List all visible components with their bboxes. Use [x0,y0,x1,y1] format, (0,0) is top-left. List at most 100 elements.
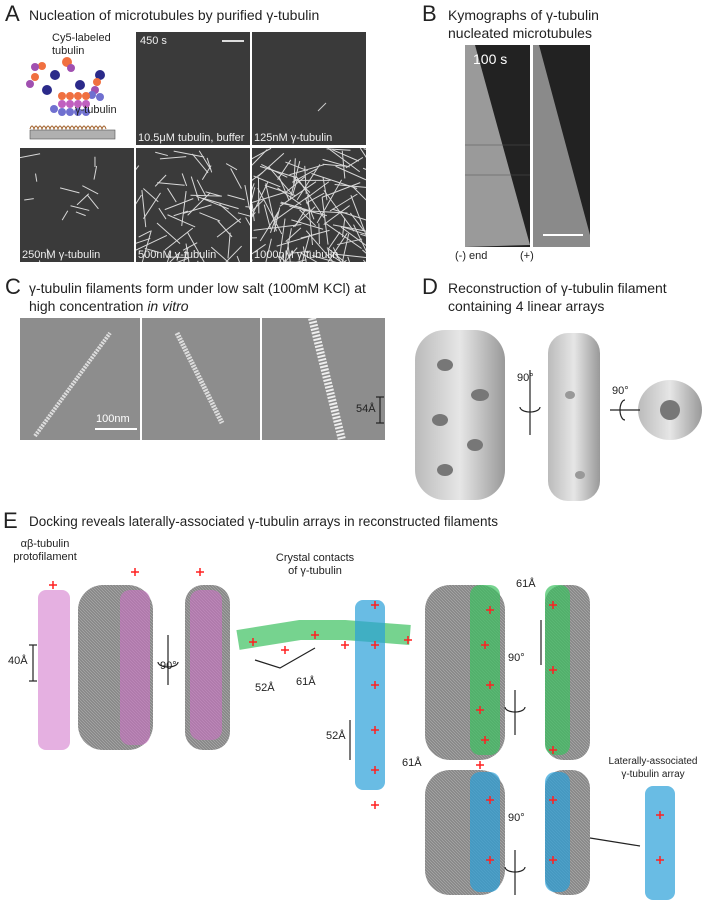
panel-e-title: Docking reveals laterally-associated γ-t… [29,514,498,529]
microtubule [61,210,69,221]
plus-end-label: (+) [520,250,534,262]
panel-b-title-2: nucleated microtubules [448,25,592,41]
microtubule [86,194,99,210]
microtubule [352,186,366,201]
microtubule [359,148,366,158]
microtubule [362,249,366,254]
spacing-61-label-a: 61Å [296,676,316,688]
microtubule [167,214,196,228]
micrograph-125nM: 125nM γ-tubulin [252,32,366,145]
microtubule [227,194,245,201]
microtubule [295,259,307,262]
microtubules [317,102,327,112]
microtubule [198,150,211,170]
microtubule [182,242,198,251]
microtubule [166,251,172,262]
protofilament-model [38,590,70,750]
panel-d-title-1: Reconstruction of γ-tubulin filament [448,280,667,296]
spacing-61-label-c: 61Å [516,578,536,590]
microtubule [326,148,351,151]
crystal-label-2: of γ-tubulin [288,565,342,577]
microtubules [136,150,250,262]
center-marker [404,636,412,644]
microtubule [279,253,284,262]
microtubule [328,253,343,262]
protofilament-label-1: αβ-tubulin [20,538,70,550]
microtubule [292,168,317,183]
minus-end-label: (-) end [455,250,488,262]
microtubule [35,173,38,182]
microtubule [279,255,287,262]
image-caption: 10.5μM tubulin, buffer [138,132,245,144]
microtubule [158,207,167,220]
rotation-label-c: 90° [508,812,525,824]
microtubule [190,176,200,201]
reconstruction-views [376,330,702,501]
microtubule [329,193,358,212]
microtubule [279,181,317,207]
microtubule [285,227,302,242]
microtubule [82,185,99,195]
microtubule [323,189,355,232]
microtubule [142,188,159,203]
center-marker [476,761,484,769]
microtubule [164,198,194,211]
center-marker [481,736,489,744]
microtubule [278,175,290,201]
microtubule [197,260,199,262]
microtubule [210,246,229,262]
center-marker [311,631,319,639]
panel-b-label: B [422,1,437,26]
panel-d-title-2: containing 4 linear arrays [448,298,605,314]
em-image-2 [142,318,260,440]
microtubule [157,182,185,186]
time-scale-bar [531,45,533,75]
nucleation-schematic [26,57,116,140]
microtubule [311,173,358,189]
microtubule [169,252,180,262]
title-italic: in vitro [147,298,189,314]
center-marker [549,601,557,609]
microtubule [59,187,80,194]
center-marker [371,681,379,689]
microtubule [321,197,329,245]
microtubule [347,256,350,262]
microtubule [230,168,242,189]
microtubule [185,243,190,262]
microtubule [76,193,90,206]
lateral-label-1: Laterally-associated [608,756,698,767]
microtubule [284,176,306,194]
microtubule [154,174,167,187]
microtubule [138,230,151,238]
microtubule [93,165,98,180]
microtubule [227,232,231,259]
center-marker [341,641,349,649]
microtubule [236,255,240,262]
microtubule [187,192,211,216]
microtubule [252,148,272,160]
microtubule [143,192,161,219]
microtubule [159,156,187,160]
microtubule [191,153,209,174]
kymograph-2 [533,45,590,247]
rotation-label-2: 90° [612,385,629,397]
center-marker [486,856,494,864]
center-marker [281,646,289,654]
spacing-54-label: 54Å [356,403,376,415]
microtubule [291,178,298,196]
microtubule [284,247,298,262]
microtubule [187,231,205,262]
microtubule [302,246,307,262]
microtubule [360,233,366,237]
microtubule [144,247,159,253]
microtubule [181,190,187,226]
microtubule [199,212,221,222]
microtubule [252,183,255,191]
scale-bar [222,40,244,42]
microtubule [327,148,361,173]
microtubule [301,234,311,262]
microtubule [289,164,325,176]
panel-c-label: C [5,274,21,299]
microtubule [316,179,343,224]
microtubule [265,238,272,262]
